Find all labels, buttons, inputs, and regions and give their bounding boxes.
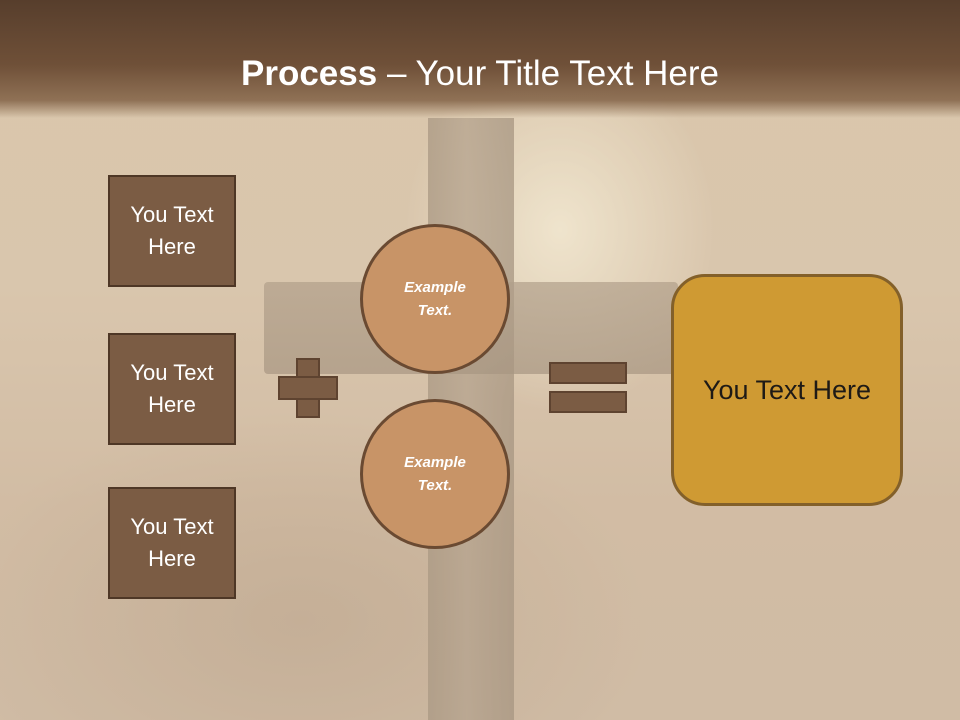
text-box-3[interactable]: You Text Here [108,487,236,599]
title-bar [0,0,960,118]
equals-icon-top-bar [549,362,627,384]
text-box-1[interactable]: You Text Here [108,175,236,287]
equals-icon-bottom-bar [549,391,627,413]
result-box[interactable]: You Text Here [671,274,903,506]
plus-icon-center [298,378,318,398]
title-bold-part: Process [241,54,378,93]
example-circle-2[interactable]: Example Text. [360,399,510,549]
example-circle-1[interactable]: Example Text. [360,224,510,374]
title-rest-part: – Your Title Text Here [377,54,719,93]
slide-title[interactable]: Process – Your Title Text Here [0,52,960,96]
text-box-2[interactable]: You Text Here [108,333,236,445]
